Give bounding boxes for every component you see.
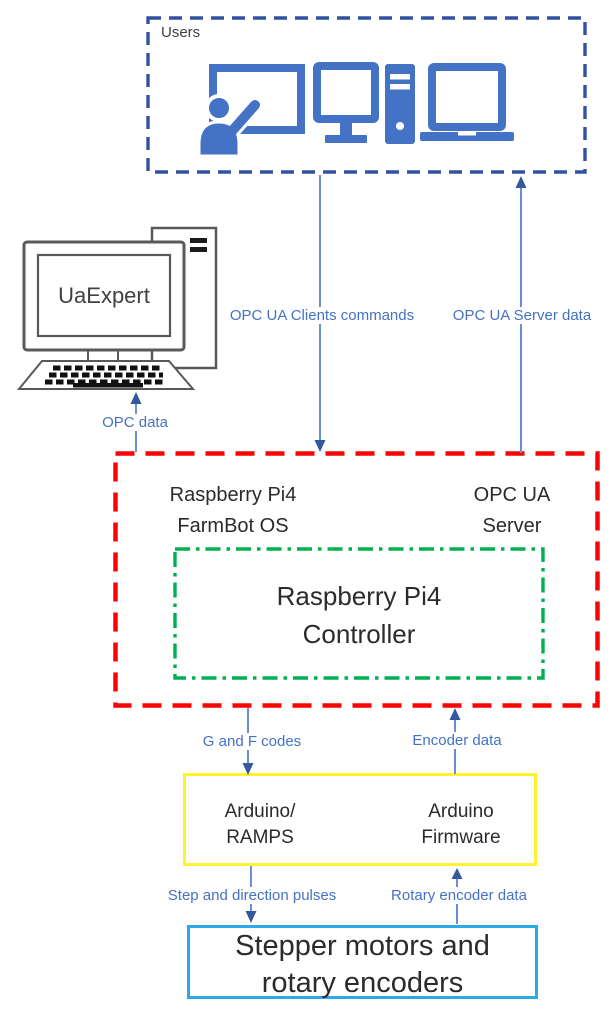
- opc-ua-clients-commands-label: OPC UA Clients commands: [218, 307, 426, 324]
- opc-ua-server-data-label: OPC UA Server data: [444, 307, 600, 324]
- controller-label: Raspberry Pi4 Controller: [276, 581, 442, 649]
- arduino-box: [183, 773, 537, 866]
- presenter-icon: [197, 64, 305, 156]
- laptop-icon: [420, 63, 514, 141]
- raspberry-os-label: Raspberry Pi4 FarmBot OS: [169, 484, 297, 537]
- g-and-f-codes-label: G and F codes: [195, 733, 309, 750]
- stepper-motors-box: [187, 925, 538, 999]
- opc-data-label: OPC data: [93, 414, 177, 431]
- pc-tower-icon: [385, 64, 415, 144]
- desktop-monitor-icon: [313, 62, 379, 143]
- arduino-ramps-label: Arduino/ RAMPS: [224, 801, 296, 848]
- arduino-firmware-label: Arduino Firmware: [421, 801, 501, 848]
- step-direction-pulses-label: Step and direction pulses: [155, 887, 349, 904]
- raspberry-box-border: [113, 451, 600, 708]
- controller-box-border: [173, 547, 545, 680]
- opc-ua-server-label: OPC UA Server: [473, 484, 551, 537]
- rotary-encoder-data-label: Rotary encoder data: [378, 887, 540, 904]
- stepper-motors-label: Stepper motors and rotary encoders: [235, 930, 490, 999]
- uaexpert-screen-label: UaExpert: [58, 283, 150, 308]
- users-box-title: Users: [161, 24, 201, 41]
- users-box-border: [146, 16, 587, 174]
- encoder-data-label: Encoder data: [405, 732, 509, 749]
- uaexpert-computer-icon: [16, 226, 218, 390]
